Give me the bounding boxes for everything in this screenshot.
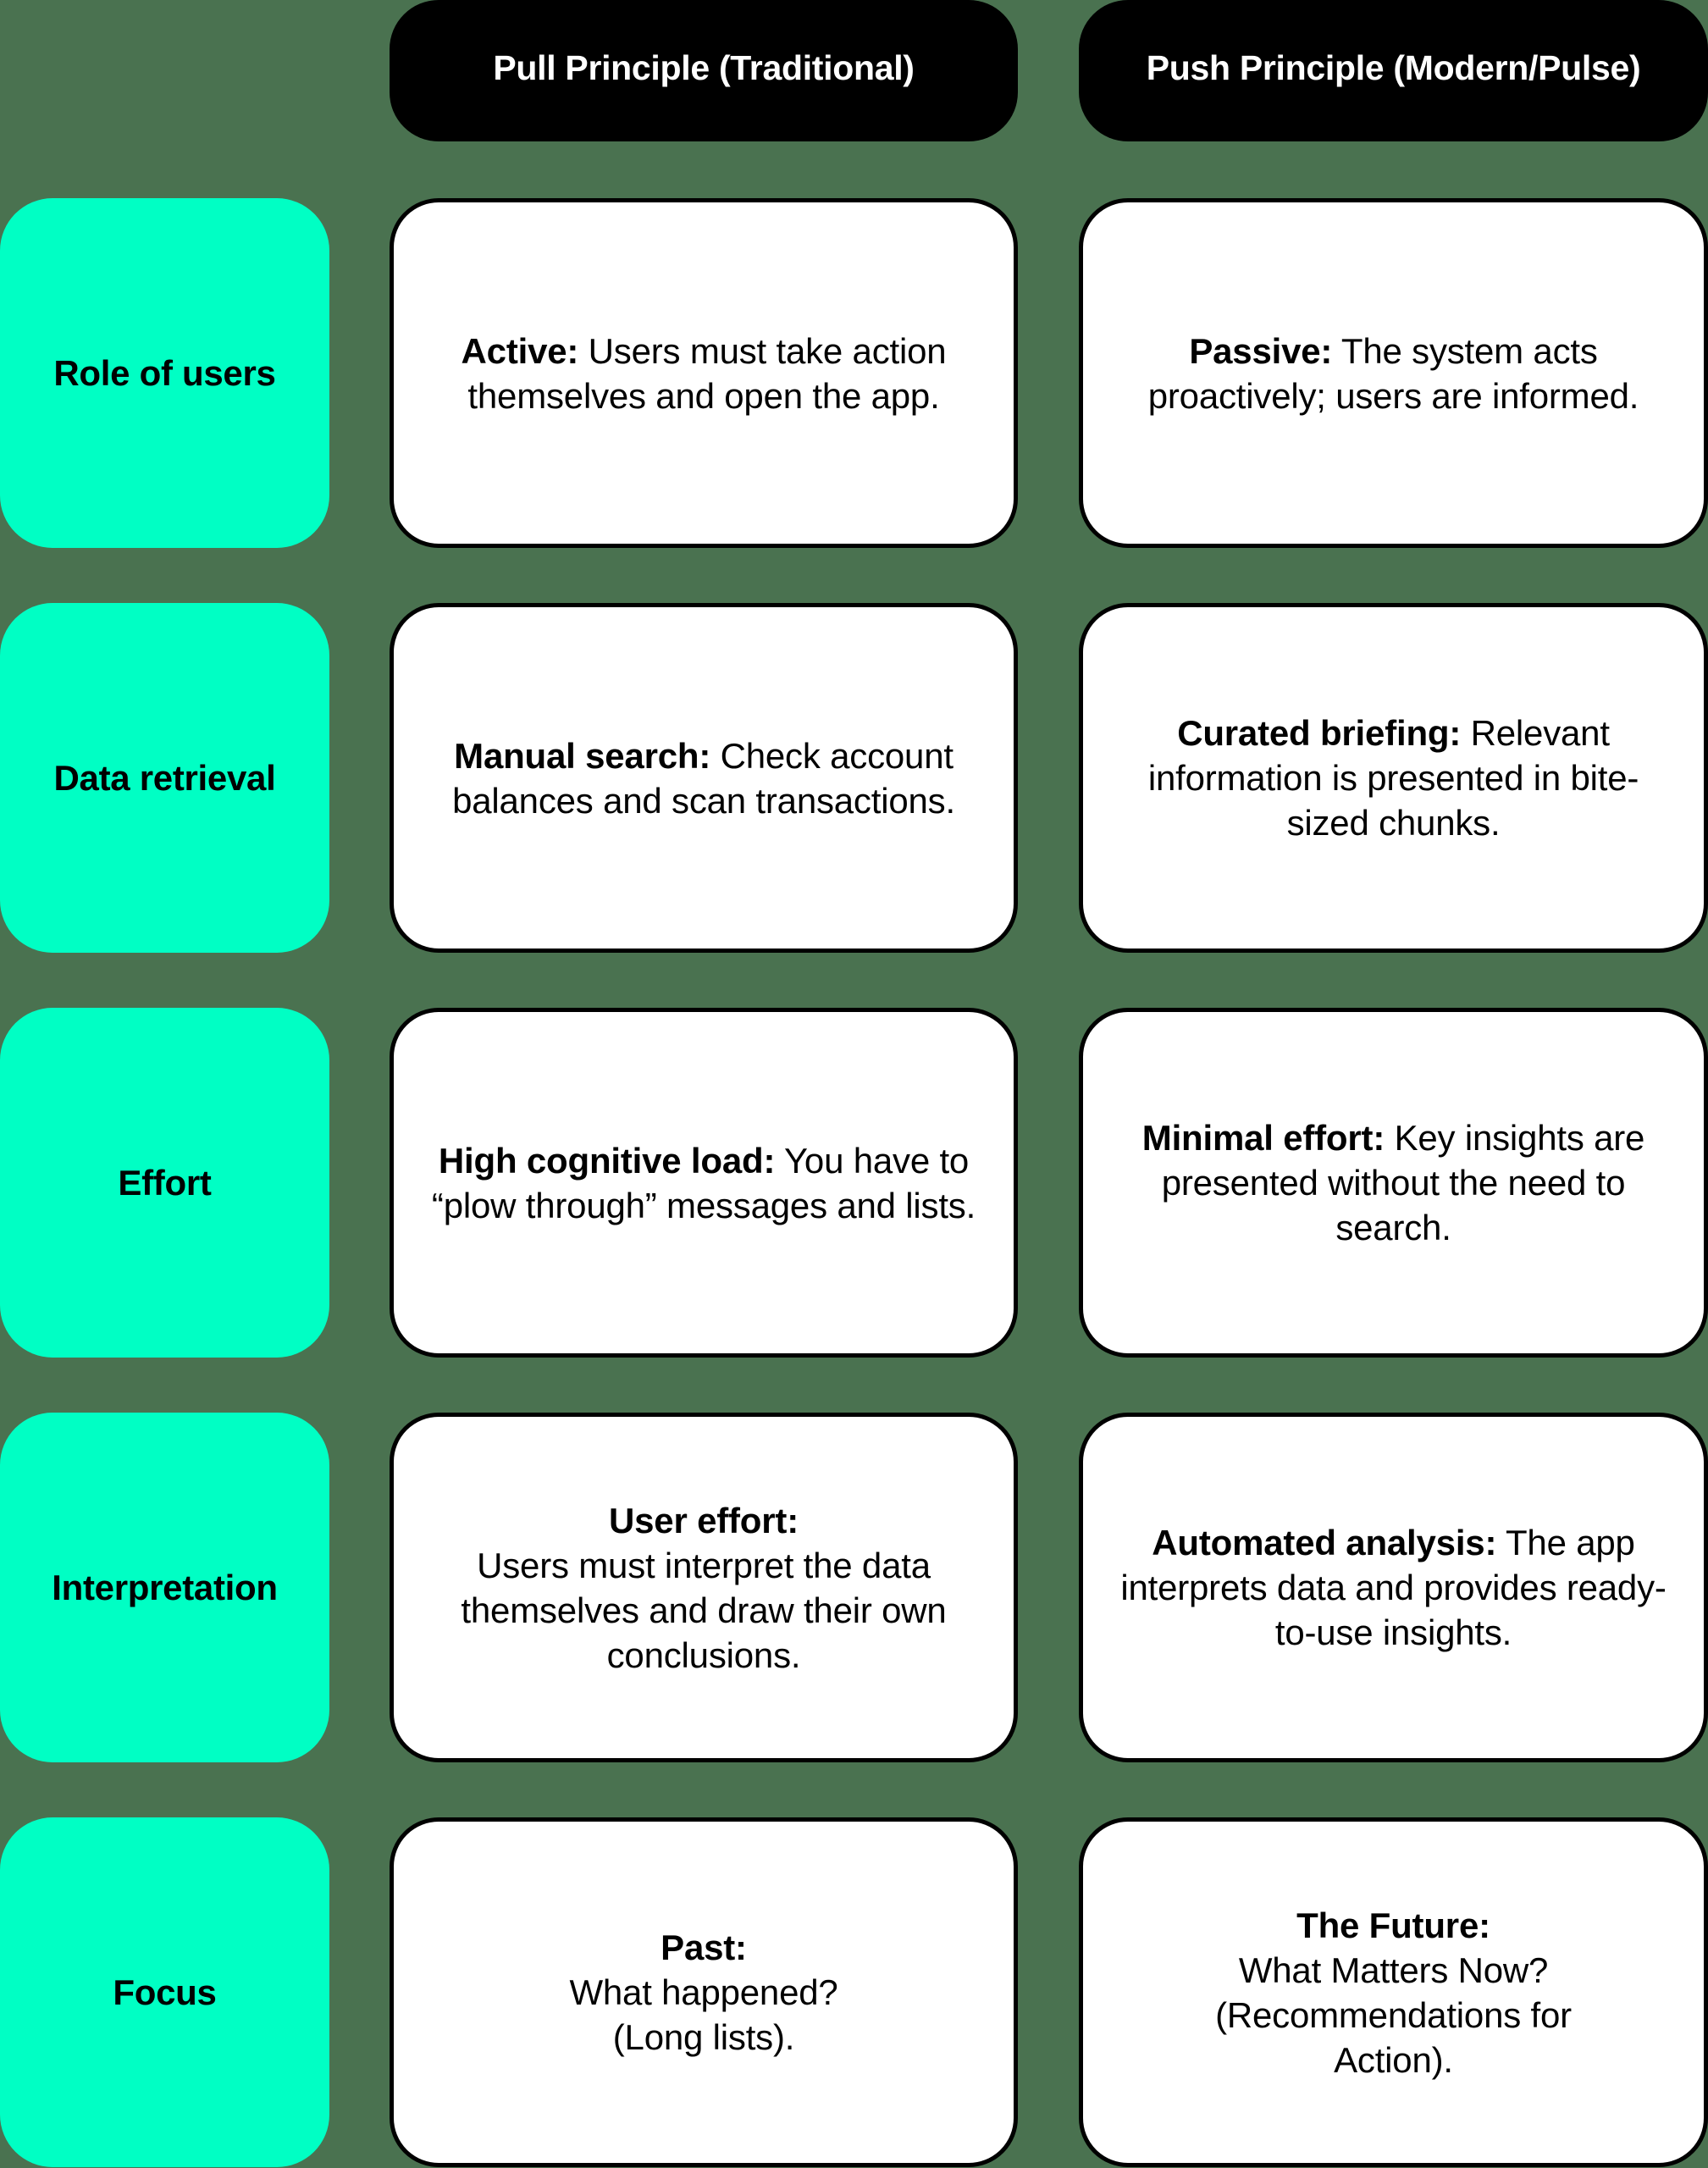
cell-description: What happened? (Long lists). (569, 1972, 838, 2057)
cell-keyword: Curated briefing: (1177, 713, 1462, 753)
row-label-focus: Focus (0, 1817, 329, 2167)
row-label-role-of-users: Role of users (0, 198, 329, 548)
cell-push-focus: The Future: What Matters Now? (Recommenda… (1079, 1817, 1708, 2167)
cell-description: The app interprets data and provides rea… (1120, 1523, 1667, 1652)
cell-description: Check account balances and scan transact… (452, 735, 955, 821)
cell-keyword: Automated analysis: (1152, 1523, 1497, 1562)
cell-keyword: Past: (661, 1927, 747, 1967)
cell-keyword: Active: (461, 330, 579, 371)
cell-description: You have to “plow through” messages and … (431, 1140, 976, 1225)
cell-keyword: Passive: (1189, 330, 1333, 371)
header-pull-title: Pull Principle (Traditional) (493, 48, 915, 87)
row-label-text: Interpretation (52, 1567, 278, 1607)
cell-description: Users must take action themselves and op… (467, 330, 947, 416)
row-label-text: Data retrieval (53, 757, 276, 798)
header-pull-principle: Pull Principle (Traditional) (390, 0, 1018, 141)
cell-pull-role-of-users: Active: Users must take action themselve… (390, 198, 1018, 548)
cell-description: Relevant information is presented in bit… (1147, 713, 1639, 843)
cell-description: The system acts proactively; users are i… (1147, 330, 1639, 416)
cell-pull-focus: Past: What happened? (Long lists). (390, 1817, 1018, 2167)
header-push-principle: Push Principle (Modern/Pulse) (1079, 0, 1708, 141)
cell-description: Key insights are presented without the n… (1161, 1118, 1645, 1247)
cell-pull-data-retrieval: Manual search: Check account balances an… (390, 603, 1018, 953)
cell-pull-interpretation: User effort: Users must interpret the dat… (390, 1413, 1018, 1762)
cell-keyword: High cognitive load: (438, 1140, 776, 1181)
cell-push-role-of-users: Passive: The system acts proactively; us… (1079, 198, 1708, 548)
row-label-interpretation: Interpretation (0, 1413, 329, 1762)
cell-description: Users must interpret the data themselves… (461, 1545, 947, 1675)
cell-keyword: Manual search: (454, 735, 711, 776)
cell-keyword: The Future: (1296, 1905, 1490, 1945)
row-label-text: Effort (118, 1162, 212, 1203)
row-label-effort: Effort (0, 1008, 329, 1358)
row-label-text: Focus (113, 1972, 217, 2012)
row-label-data-retrieval: Data retrieval (0, 603, 329, 953)
cell-pull-effort: High cognitive load: You have to “plow t… (390, 1008, 1018, 1358)
cell-keyword: Minimal effort: (1141, 1118, 1385, 1158)
cell-description: What Matters Now? (Recommendations for A… (1215, 1950, 1572, 2080)
cell-push-interpretation: Automated analysis: The app interprets d… (1079, 1413, 1708, 1762)
cell-push-data-retrieval: Curated briefing: Relevant information i… (1079, 603, 1708, 953)
cell-push-effort: Minimal effort: Key insights are present… (1079, 1008, 1708, 1358)
row-label-text: Role of users (53, 352, 276, 393)
cell-keyword: User effort: (609, 1500, 799, 1540)
header-push-title: Push Principle (Modern/Pulse) (1146, 48, 1641, 87)
